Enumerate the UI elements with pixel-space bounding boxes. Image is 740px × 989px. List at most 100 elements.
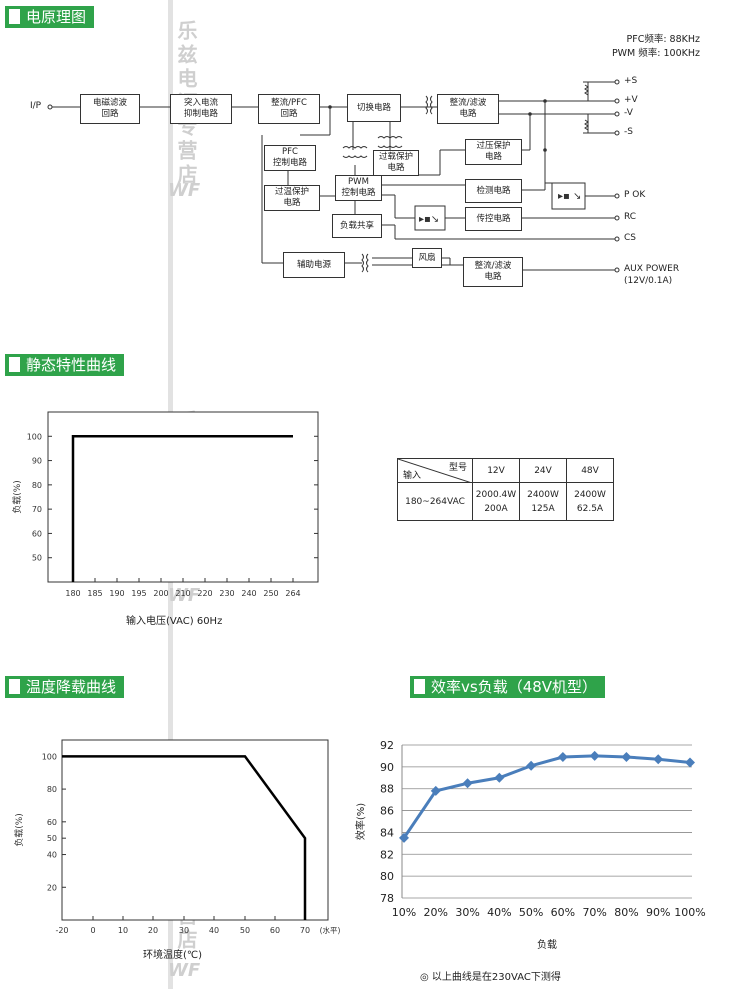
pfc-frequency: PFC频率: 88KHz <box>626 34 701 45</box>
y-tick-label: 100 <box>27 432 42 441</box>
rectifier-filter-box: 整流/滤波 电路 <box>437 94 499 124</box>
y-tick-label: 88 <box>380 783 394 796</box>
x-tick-label: 185 <box>87 589 102 598</box>
header-diagonal-cell: 型号 输入 <box>397 458 473 483</box>
aux-power-box: 辅助电源 <box>283 252 345 278</box>
y-tick-label: 90 <box>380 761 394 774</box>
section-title-block-diagram: 电原理图 <box>5 6 95 28</box>
overtemp-protection-box: 过温保护 电路 <box>264 185 320 211</box>
pwm-control-box: PWM 控制电路 <box>335 175 382 201</box>
rc-label: RC <box>624 212 637 222</box>
current-value: 62.5A <box>576 503 604 514</box>
derating-curve <box>62 755 307 920</box>
y-tick-label: 70 <box>32 505 42 514</box>
x-tick-label: 220 <box>197 589 212 598</box>
power-value: 2400W <box>574 489 606 500</box>
x-tick-label: 50% <box>519 906 543 919</box>
x-tick-label: 210 <box>175 589 190 598</box>
x-tick-label: 190 <box>109 589 124 598</box>
x-tick-label: 180 <box>65 589 80 598</box>
power-value: 2000.4W <box>475 489 517 500</box>
detection-box: 检测电路 <box>465 179 522 203</box>
data-point <box>589 750 600 761</box>
data-point <box>526 760 537 771</box>
section-title-efficiency: 效率vs负载（48V机型） <box>410 676 606 698</box>
x-tick-label: 30 <box>179 926 189 935</box>
overload-protection-box: 过载保护 电路 <box>373 150 419 176</box>
y-tick-label: 80 <box>32 481 42 490</box>
y-tick-label: 60 <box>32 529 42 538</box>
x-axis-label: 负载 <box>537 938 557 951</box>
spec-cell-12v: 2000.4W 200A <box>472 482 520 521</box>
x-tick-label: -20 <box>55 926 68 935</box>
x-tick-label: 30% <box>455 906 479 919</box>
input-label: 输入 <box>403 471 422 481</box>
load-share-box: 负载共享 <box>332 214 382 238</box>
x-tick-label: 250 <box>263 589 278 598</box>
x-tick-label: 50 <box>240 926 250 935</box>
y-tick-label: 84 <box>380 826 394 839</box>
x-unit-label: (水平) <box>320 925 341 935</box>
y-tick-label: 80 <box>47 785 57 794</box>
current-value: 125A <box>531 503 555 514</box>
y-tick-label: 80 <box>380 870 394 883</box>
x-tick-label: 60% <box>551 906 575 919</box>
switching-box: 切换电路 <box>347 94 401 122</box>
data-point <box>557 752 568 763</box>
x-tick-label: 195 <box>131 589 146 598</box>
ip-label: I/P <box>30 101 42 111</box>
out-s-minus-label: -S <box>624 127 633 137</box>
model-48v: 48V <box>566 458 614 483</box>
data-point <box>399 832 409 843</box>
pok-label: P OK <box>624 190 646 200</box>
data-point <box>462 778 473 789</box>
x-tick-label: 230 <box>219 589 234 598</box>
x-tick-label: 70% <box>582 906 606 919</box>
section-title-derating: 温度降载曲线 <box>5 676 125 698</box>
x-tick-label: 20 <box>148 926 158 935</box>
y-tick-label: 50 <box>32 554 42 563</box>
aux-rectifier-filter-box: 整流/滤波 电路 <box>463 257 523 287</box>
y-tick-label: 100 <box>42 752 57 761</box>
spec-cell-48v: 2400W 62.5A <box>566 482 614 521</box>
x-tick-label: 80% <box>614 906 638 919</box>
emi-filter-box: 电磁滤波 回路 <box>80 94 140 124</box>
y-tick-label: 86 <box>380 805 394 818</box>
rectifier-pfc-box: 整流/PFC 回路 <box>258 94 320 124</box>
model-24v: 24V <box>519 458 567 483</box>
watermark-logo: WF <box>168 960 201 981</box>
aux-power-label: AUX POWER <box>624 264 680 274</box>
x-tick-label: 40% <box>487 906 511 919</box>
x-tick-label: 10 <box>118 926 128 935</box>
y-tick-label: 78 <box>380 892 394 905</box>
pwm-frequency: PWM 频率: 100KHz <box>611 48 700 59</box>
derating-xlabel: 环境温度(℃) <box>143 950 203 961</box>
data-point <box>653 754 664 765</box>
measurement-note: ◎ 以上曲线是在230VAC下测得 <box>420 972 561 983</box>
data-point <box>494 772 505 783</box>
y-axis-label: 负载(%) <box>13 813 25 847</box>
out-v-plus-label: +V <box>624 95 638 105</box>
fan-box: 风扇 <box>412 248 442 268</box>
data-point <box>685 757 695 768</box>
frequency-spec: PFC频率: 88KHz PWM 频率: 100KHz <box>612 33 700 61</box>
current-value: 200A <box>484 503 508 514</box>
remote-control-box: 传控电路 <box>465 207 522 231</box>
model-label: 型号 <box>448 463 467 473</box>
svg-text:▸▪↘: ▸▪↘ <box>419 214 439 225</box>
inrush-limit-box: 突入电流 抑制电路 <box>170 94 232 124</box>
static-xlabel: 输入电压(VAC) 60Hz <box>126 616 223 627</box>
y-tick-label: 20 <box>47 883 57 892</box>
x-tick-label: 240 <box>241 589 256 598</box>
out-v-minus-label: -V <box>624 108 633 118</box>
data-point <box>430 785 441 796</box>
efficiency-line <box>402 754 691 839</box>
data-point <box>621 752 632 763</box>
y-tick-label: 50 <box>47 834 57 843</box>
efficiency-chart: 788082848688909210%20%30%40%50%60%70%80%… <box>354 739 706 951</box>
cs-label: CS <box>624 233 636 243</box>
